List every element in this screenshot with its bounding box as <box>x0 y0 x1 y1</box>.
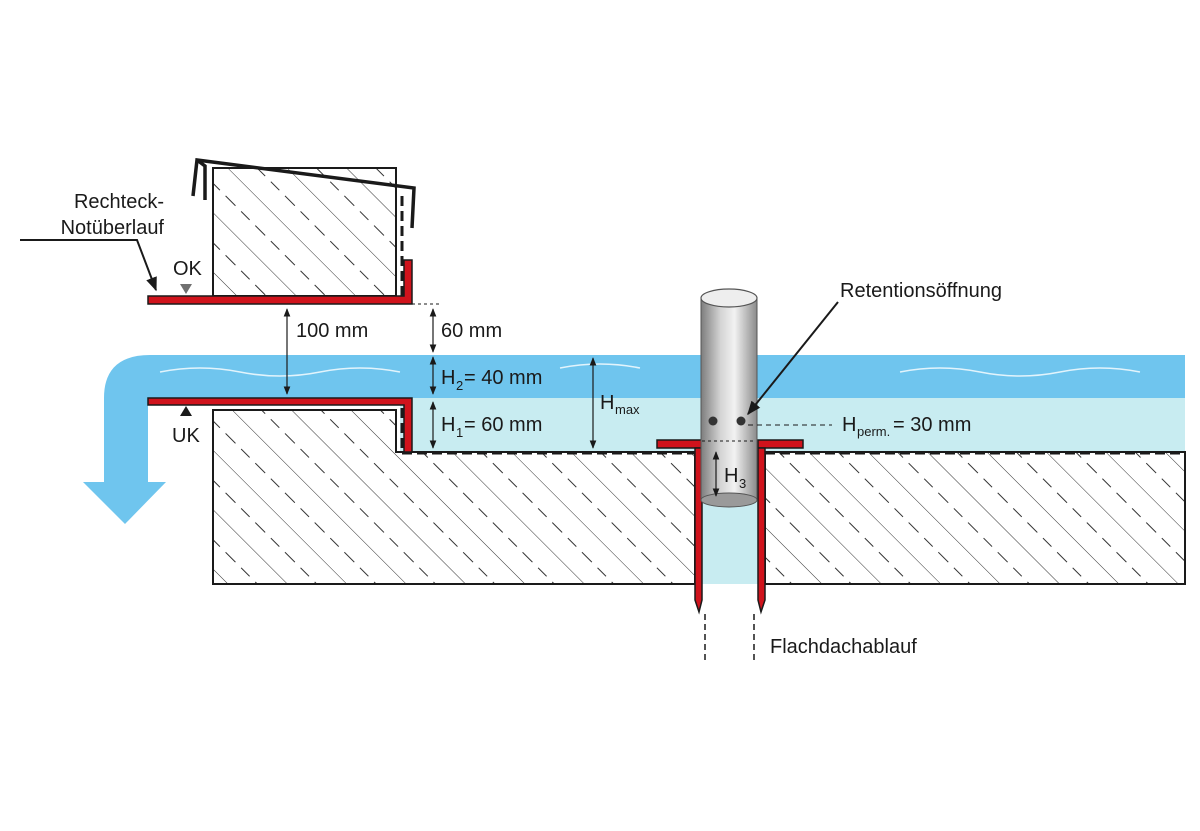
svg-text:= 40 mm: = 40 mm <box>464 367 542 389</box>
waterproofing-membrane-left <box>400 408 695 455</box>
roof-slab-right <box>764 451 1186 585</box>
water-wave-lines <box>159 363 1141 377</box>
dim-60-top-label: 60 mm <box>441 320 502 342</box>
svg-text:H: H <box>724 465 738 487</box>
svg-text:H: H <box>441 367 455 389</box>
hperm-label: H perm. = 30 mm <box>842 414 971 439</box>
svg-text:H: H <box>842 414 856 436</box>
roof-drain <box>656 439 804 660</box>
svg-text:H: H <box>600 392 614 414</box>
uk-marker-icon <box>180 406 192 416</box>
drain-name-label: Flachdachablauf <box>770 636 917 658</box>
water-layer <box>83 355 1185 584</box>
h1-label: H 1 = 60 mm <box>441 414 542 440</box>
retention-hole-right <box>736 416 746 426</box>
roof-slab <box>212 408 1186 585</box>
dimension-lines <box>283 303 832 497</box>
uk-label: UK <box>172 425 200 447</box>
hmax-label: H max <box>600 392 640 417</box>
parapet-cover <box>191 158 416 229</box>
h2-label: H 2 = 40 mm <box>441 367 542 393</box>
retention-leader-line <box>747 301 839 416</box>
drain-body-right <box>757 447 766 615</box>
svg-text:H: H <box>441 414 455 436</box>
svg-text:max: max <box>615 402 640 417</box>
overflow-top-flashing <box>147 259 413 305</box>
h3-label: H 3 <box>724 465 746 491</box>
overflow-leader-line <box>20 239 157 292</box>
drain-pipe-continuation <box>704 614 755 660</box>
svg-text:2: 2 <box>456 378 463 393</box>
parapet-upper <box>191 158 416 297</box>
overflow-stream-arrow <box>83 355 166 524</box>
overflow-name-line1: Rechteck- <box>74 191 164 213</box>
ok-label: OK <box>173 258 203 280</box>
overflow-bottom-flashing <box>147 397 413 453</box>
overflow-name-line2: Notüberlauf <box>61 217 165 239</box>
retention-standpipe <box>700 288 758 508</box>
dim-100-label: 100 mm <box>296 320 368 342</box>
svg-text:= 30 mm: = 30 mm <box>893 414 971 436</box>
drain-flange-left <box>656 439 703 449</box>
retention-hole-left <box>708 416 718 426</box>
ok-marker-icon <box>180 284 192 294</box>
svg-text:= 60 mm: = 60 mm <box>464 414 542 436</box>
drain-flange-right <box>757 439 804 449</box>
retention-opening-label: Retentionsöffnung <box>840 280 1002 302</box>
svg-text:perm.: perm. <box>857 424 890 439</box>
svg-text:1: 1 <box>456 425 463 440</box>
overflow-flashing <box>147 259 413 453</box>
svg-text:3: 3 <box>739 476 746 491</box>
pipe-top-opening <box>700 288 758 308</box>
